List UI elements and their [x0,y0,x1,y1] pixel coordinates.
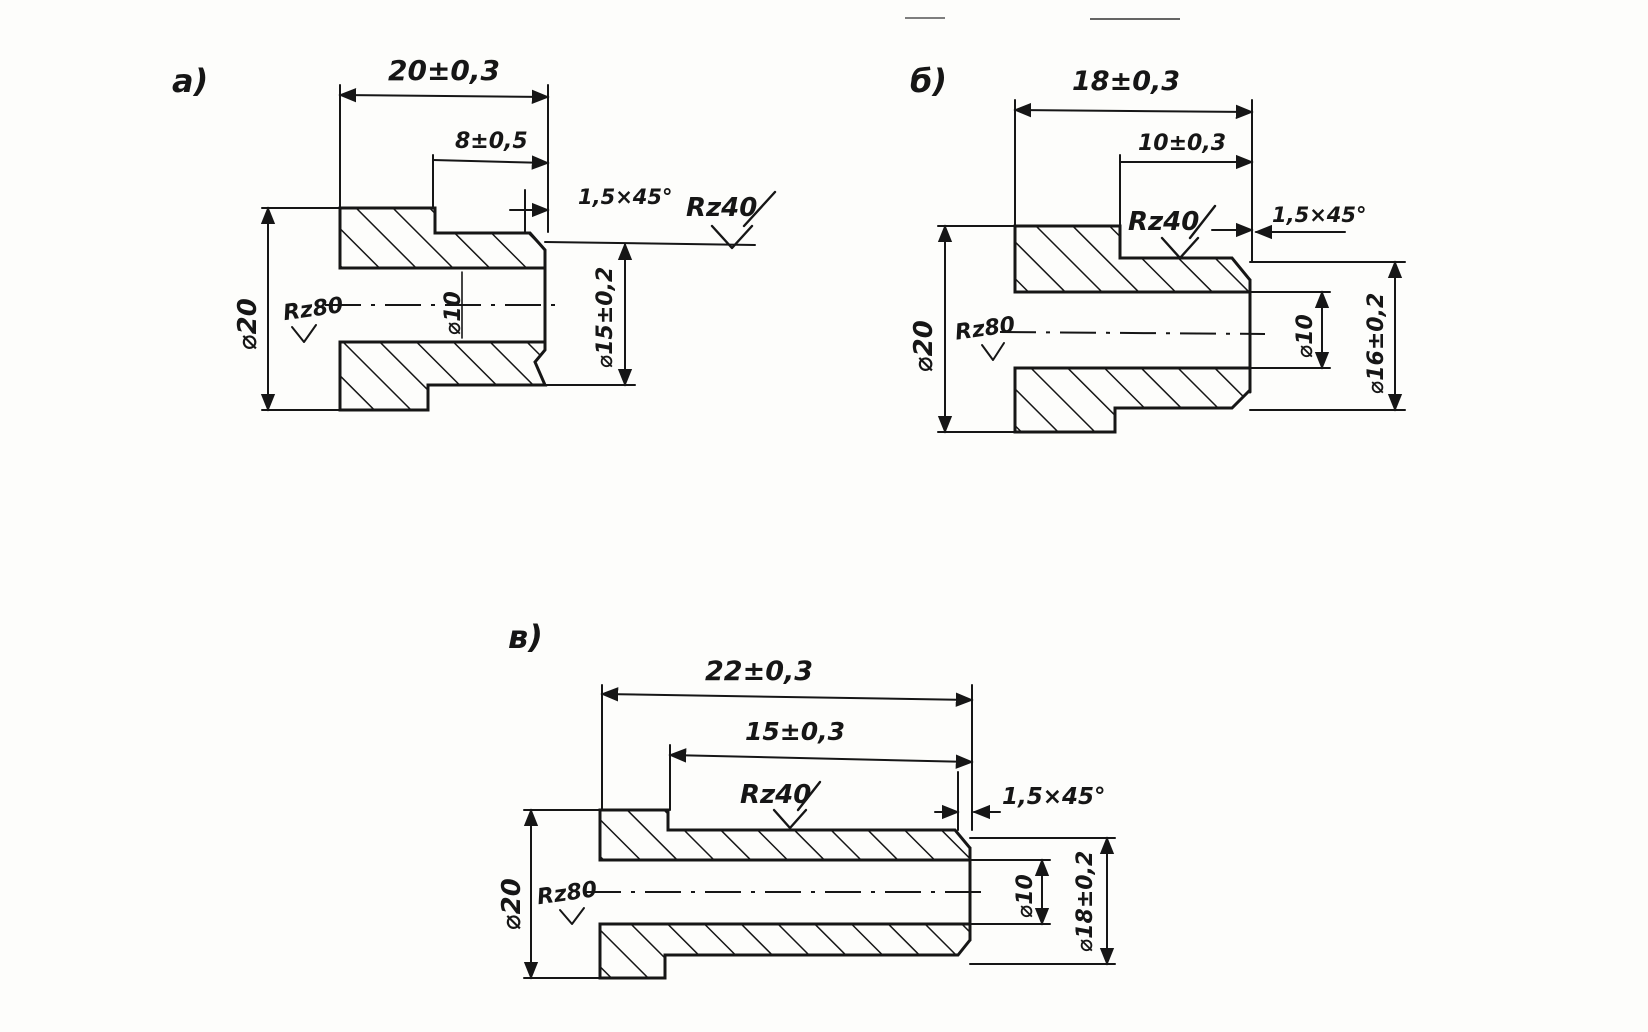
view-v-roughness-bore: Rz80 [536,877,599,925]
view-v-upper-wall [598,808,972,862]
view-a-label: а) [172,62,208,100]
view-b-roughness-bore-label: Rz80 [954,312,1017,345]
view-v-step-d-dim: ⌀18±0,2 [1073,851,1098,952]
view-a-outer-d-dim: ⌀20 [233,298,263,350]
view-v: в) 22±0,3 15±0,3 1,5×45° [497,618,1116,980]
view-v-lower-wall [598,922,972,980]
view-b-outer-d-dim: ⌀20 [909,320,939,372]
view-a-roughness-bore-label: Rz80 [282,293,345,326]
view-v-roughness-outer: Rz40 [740,780,822,830]
view-v-roughness-outer-label: Rz40 [740,780,811,810]
view-b-roughness-outer: Rz40 [1128,204,1217,260]
view-a-lower-wall [338,340,548,412]
view-b: б) 18±0,3 10±0,3 1,5×45° Rz40 [909,62,1406,434]
view-a-upper-wall [338,206,547,270]
view-a: а) 20±0,3 8±0,5 1,5×45° [172,54,777,412]
view-v-label: в) [508,618,543,656]
view-a-step-d-dim: ⌀15±0,2 [593,267,618,368]
view-a-step-dim: 8±0,5 [455,129,528,154]
view-b-length-dim: 18±0,3 [1072,66,1180,97]
view-v-outer-d-dim: ⌀20 [497,878,527,930]
scan-mark [905,17,1180,20]
view-a-chamfer-dim: 1,5×45° [578,185,673,209]
view-v-step-dim: 15±0,3 [745,717,845,746]
view-a-roughness-outer-label: Rz40 [686,193,757,223]
view-b-label: б) [910,62,947,100]
view-b-step-dim: 10±0,3 [1138,131,1226,156]
view-b-chamfer-dim: 1,5×45° [1272,203,1367,227]
view-v-length-dim: 22±0,3 [705,656,813,687]
view-b-lower-wall [1013,366,1252,434]
view-b-bore-d-dim: ⌀10 [1293,314,1318,358]
view-b-roughness-outer-label: Rz40 [1128,207,1199,237]
view-b-roughness-bore: Rz80 [954,312,1017,361]
view-a-roughness-bore: Rz80 [282,293,345,343]
view-v-bore-d-dim: ⌀10 [1013,874,1038,918]
view-b-part-section [999,224,1266,434]
view-v-part-section [585,808,990,980]
view-b-step-d-dim: ⌀16±0,2 [1364,293,1389,394]
view-b-axis [999,331,1266,335]
view-a-roughness-outer: Rz40 [686,190,777,250]
view-v-roughness-bore-label: Rz80 [536,877,599,910]
view-a-length-dim: 20±0,3 [388,54,500,87]
view-v-chamfer-dim: 1,5×45° [1002,784,1106,810]
